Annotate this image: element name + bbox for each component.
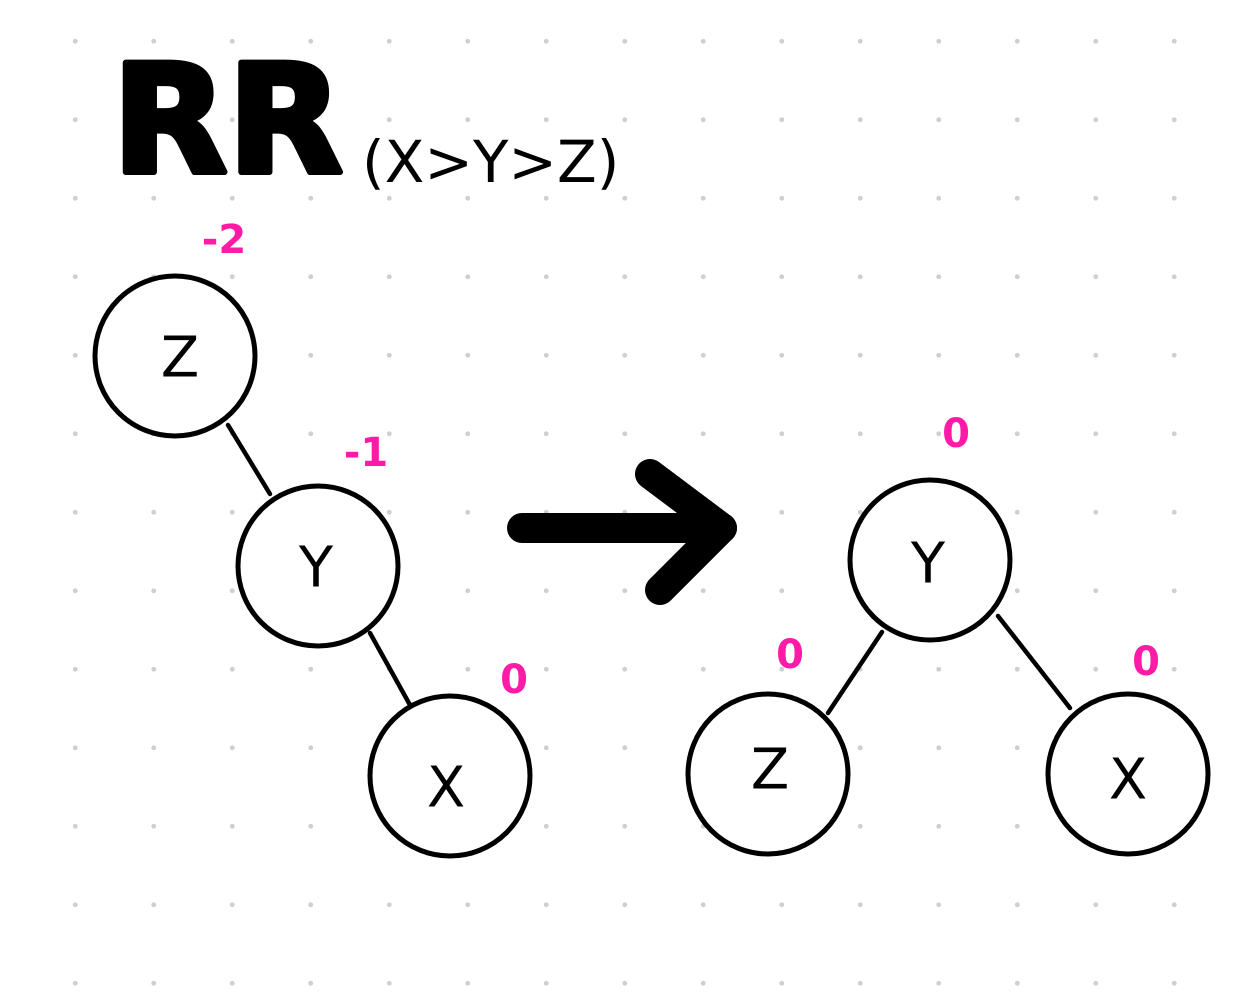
after-node-y: Y xyxy=(847,477,1013,643)
node-circle xyxy=(847,477,1013,643)
node-label: Y xyxy=(910,532,946,597)
after-node-x: X xyxy=(1045,691,1211,857)
after-node-z: Z xyxy=(685,691,851,857)
title-rr: RR xyxy=(112,34,343,208)
edge-y-x-before xyxy=(367,630,413,708)
balance-x-after: 0 xyxy=(1132,639,1160,685)
before-node-y: Y xyxy=(235,483,401,649)
edge-y-z-after xyxy=(825,629,885,716)
transform-arrow-icon xyxy=(507,459,737,605)
before-node-x: X xyxy=(367,693,533,859)
before-node-z: Z xyxy=(92,273,258,439)
node-label: Z xyxy=(751,738,789,803)
node-circle xyxy=(1045,691,1211,857)
node-label: X xyxy=(427,756,465,821)
balance-y-after: 0 xyxy=(942,411,970,457)
edge-y-x-after xyxy=(995,613,1073,711)
node-label: Y xyxy=(298,536,334,601)
balance-z-after: 0 xyxy=(776,632,804,678)
edge-z-y-before xyxy=(225,422,273,497)
balance-y-before: -1 xyxy=(344,430,388,476)
balance-z-before: -2 xyxy=(202,217,246,263)
node-label: X xyxy=(1109,748,1147,813)
arrow-head xyxy=(635,459,737,605)
subtitle-order: (X>Y>Z) xyxy=(362,128,619,196)
balance-x-before: 0 xyxy=(500,657,528,703)
node-circle xyxy=(235,483,401,649)
node-circle xyxy=(92,273,258,439)
node-circle xyxy=(367,693,533,859)
node-label: Z xyxy=(161,326,199,391)
node-circle xyxy=(685,691,851,857)
